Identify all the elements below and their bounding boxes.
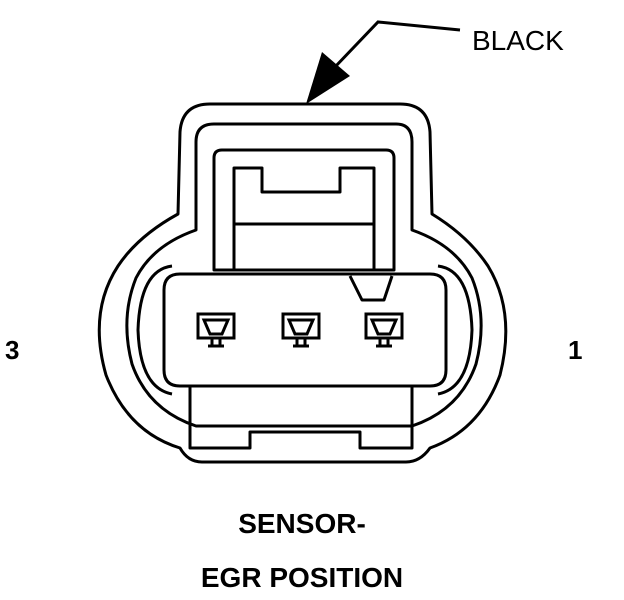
connector-outer-housing xyxy=(97,102,508,464)
key-notch xyxy=(348,275,394,302)
connector-title-line-2: EGR POSITION xyxy=(200,562,404,593)
connector-color-label: BLACK xyxy=(472,25,564,56)
latch-frame xyxy=(212,148,396,272)
pin-number-right: 1 xyxy=(568,335,583,365)
terminal-pin-1 xyxy=(364,312,404,348)
terminal-pin-2 xyxy=(281,312,321,348)
terminal-pin-3 xyxy=(196,312,236,348)
terminal-block xyxy=(162,272,448,388)
lower-skirt xyxy=(188,386,414,450)
latch-inner xyxy=(232,166,376,272)
pin-number-left: 3 xyxy=(5,335,20,365)
side-recess-right xyxy=(437,264,474,396)
color-leader-arrow xyxy=(306,20,461,104)
side-recess-left xyxy=(136,264,173,396)
connector-title-line-1: SENSOR- xyxy=(238,508,366,539)
